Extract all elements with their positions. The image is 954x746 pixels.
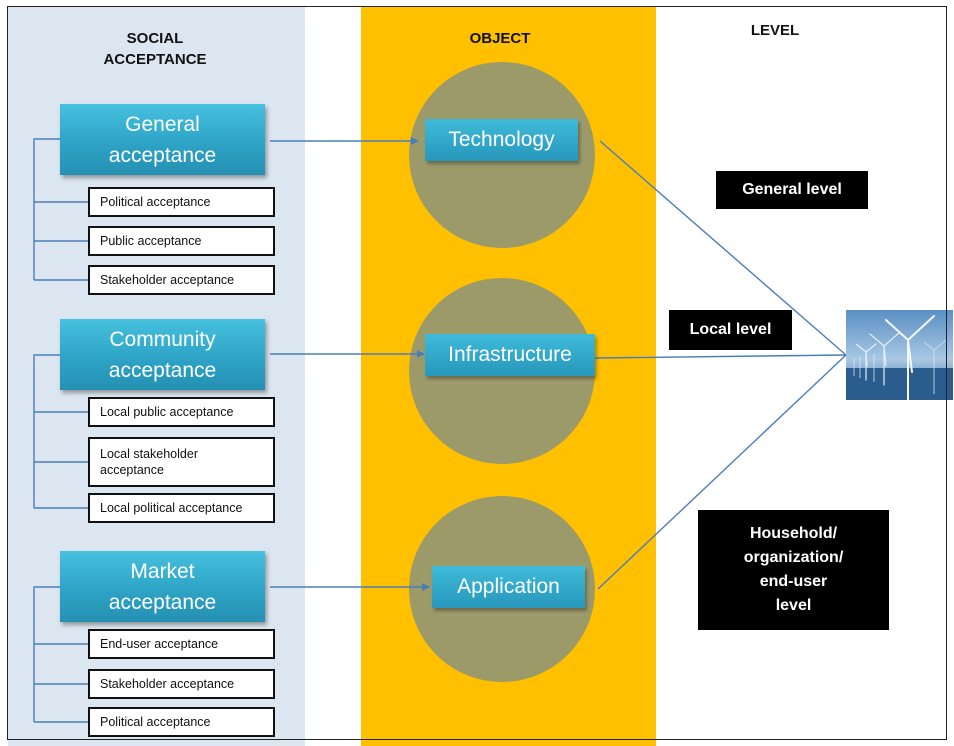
community-acceptance-box: Community acceptance — [60, 319, 265, 390]
market-stakeholder-acceptance-box: Stakeholder acceptance — [88, 669, 275, 699]
level-line: Household/ — [749, 525, 838, 542]
object-heading: OBJECT — [469, 30, 531, 47]
box-line: acceptance — [108, 358, 217, 382]
local-stakeholder-acceptance-box: Local stakeholder acceptance — [88, 437, 275, 487]
stakeholder-acceptance-box: Stakeholder acceptance — [88, 265, 275, 295]
sub-label: Local stakeholder — [100, 447, 198, 461]
sub-label: Local public acceptance — [100, 405, 234, 419]
technology-box: Technology — [425, 119, 578, 161]
box-line: Community — [109, 327, 216, 351]
box-line: Market — [130, 559, 195, 583]
technology-to-turbine-line — [599, 140, 847, 356]
household-level-box: Household/ organization/ end-user level — [698, 510, 889, 630]
application-box: Application — [432, 566, 585, 608]
box-line: acceptance — [108, 143, 217, 167]
social-acceptance-heading: SOCIAL ACCEPTANCE — [80, 28, 230, 70]
sub-label: Political acceptance — [100, 195, 211, 209]
public-acceptance-box: Public acceptance — [88, 226, 275, 256]
market-acceptance-box: Market acceptance — [60, 551, 265, 622]
local-political-acceptance-box: Local political acceptance — [88, 493, 275, 523]
diagram-border — [7, 6, 947, 740]
heading-line: ACCEPTANCE — [103, 51, 207, 68]
level-line: organization/ — [743, 549, 844, 566]
level-heading: LEVEL — [750, 22, 800, 39]
general-level-box: General level — [716, 171, 868, 209]
market-political-acceptance-box: Political acceptance — [88, 707, 275, 737]
sub-label: Local political acceptance — [100, 501, 243, 515]
market-bracket — [33, 586, 88, 723]
sub-label: acceptance — [100, 463, 164, 477]
general-acceptance-box: General acceptance — [60, 104, 265, 175]
sub-label: Stakeholder acceptance — [100, 677, 235, 691]
sub-label: Public acceptance — [100, 234, 202, 248]
local-public-acceptance-box: Local public acceptance — [88, 397, 275, 427]
box-line: General — [125, 112, 200, 136]
political-acceptance-box: Political acceptance — [88, 187, 275, 217]
sub-label: Stakeholder acceptance — [100, 273, 235, 287]
end-user-acceptance-box: End-user acceptance — [88, 629, 275, 659]
application-to-turbine-line — [597, 354, 847, 590]
heading-line: SOCIAL — [126, 30, 184, 47]
level-line: end-user — [759, 573, 828, 590]
infrastructure-box: Infrastructure — [425, 334, 595, 376]
wind-turbine-image — [846, 310, 953, 400]
local-level-box: Local level — [669, 310, 792, 350]
sub-label: Political acceptance — [100, 715, 211, 729]
level-line: level — [775, 597, 812, 614]
community-bracket — [33, 354, 88, 509]
infrastructure-to-turbine-line — [594, 354, 847, 359]
sub-label: End-user acceptance — [100, 637, 219, 651]
box-line: acceptance — [108, 590, 217, 614]
general-bracket — [33, 138, 88, 281]
